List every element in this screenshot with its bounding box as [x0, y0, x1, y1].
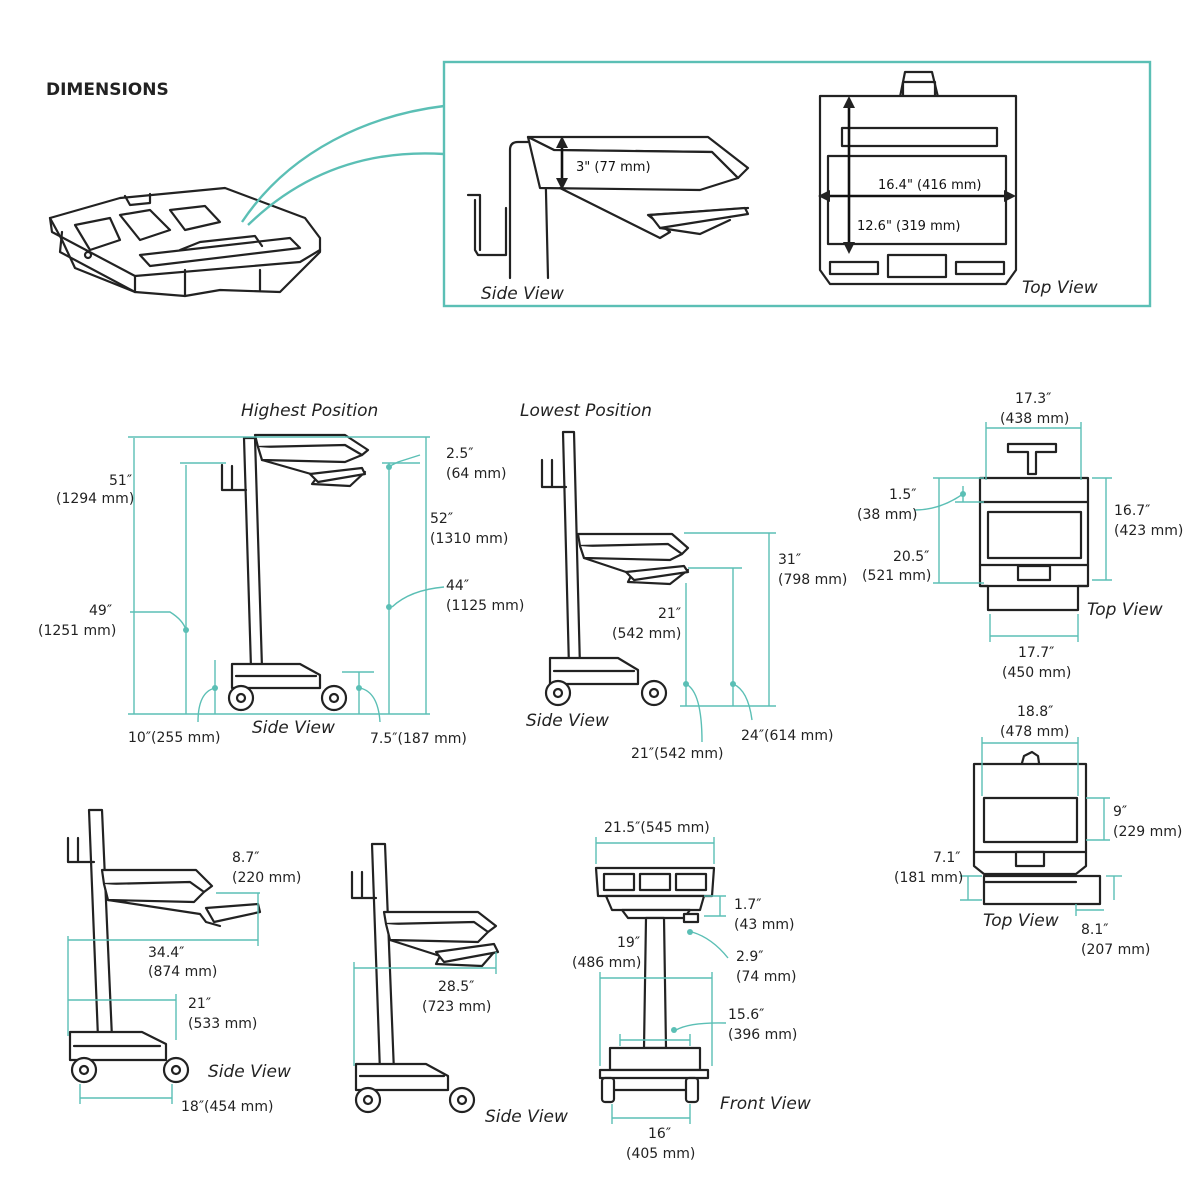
front-19-mm: (486 mm)	[572, 955, 641, 971]
front-16-in: 16″	[648, 1126, 671, 1142]
lowest-side-view-label: Side View	[526, 711, 609, 731]
top2-18-8-mm: (478 mm)	[1000, 724, 1069, 740]
highest-7-5-label: 7.5″(187 mm)	[370, 731, 467, 747]
highest-51-mm: (1294 mm)	[56, 491, 134, 507]
highest-position-title: Highest Position	[241, 401, 378, 421]
callout-curve-upper	[241, 104, 445, 223]
highest-49-mm: (1251 mm)	[38, 623, 116, 639]
side4-28-5-in: 28.5″	[438, 979, 474, 995]
callout-curve-lower	[247, 152, 445, 226]
side3-34-4-mm: (874 mm)	[148, 964, 217, 980]
lowest-position-title: Lowest Position	[520, 401, 652, 421]
lowest-21-bottom-label: 21″(542 mm)	[631, 746, 723, 762]
tray-illustration	[48, 186, 322, 298]
highest-dimension-lines	[128, 436, 445, 723]
front-view-label: Front View	[720, 1094, 811, 1114]
highest-cart	[220, 433, 370, 712]
side3-8-7-in: 8.7″	[232, 850, 260, 866]
side-view-4-dimension-lines	[353, 952, 497, 1066]
inset-frame	[442, 60, 1152, 308]
top2-9-in: 9″	[1113, 804, 1127, 820]
lowest-31-in: 31″	[778, 552, 801, 568]
inset-side-view-label: Side View	[481, 284, 564, 304]
side-view-3-cart	[66, 808, 262, 1084]
top2-18-8-in: 18.8″	[1017, 704, 1053, 720]
top1-1-5-in: 1.5″	[889, 487, 917, 503]
inset-top-view	[818, 70, 1018, 286]
top1-1-5-mm: (38 mm)	[857, 507, 917, 523]
top2-8-1-in: 8.1″	[1081, 922, 1109, 938]
front-view-cart	[594, 866, 716, 1104]
side-view-4-label: Side View	[485, 1107, 568, 1127]
lowest-dimension-lines	[680, 532, 776, 743]
inset-depth-label: 3" (77 mm)	[576, 160, 651, 175]
front-2-9-in: 2.9″	[736, 949, 764, 965]
highest-52-mm: (1310 mm)	[430, 531, 508, 547]
top1-20-5-in: 20.5″	[893, 549, 929, 565]
side-view-3-label: Side View	[208, 1062, 291, 1082]
inset-width-label: 16.4" (416 mm)	[878, 178, 981, 193]
highest-2-5-in: 2.5″	[446, 446, 474, 462]
inset-side-view	[466, 135, 750, 280]
highest-52-in: 52″	[430, 511, 453, 527]
side3-34-4-in: 34.4″	[148, 945, 184, 961]
front-16-mm: (405 mm)	[626, 1146, 695, 1162]
top1-17-3-in: 17.3″	[1015, 391, 1051, 407]
lowest-21-mm: (542 mm)	[612, 626, 681, 642]
top-view-1-cart	[978, 442, 1090, 612]
front-view-dimension-lines	[595, 837, 729, 1124]
lowest-31-mm: (798 mm)	[778, 572, 847, 588]
inset-top-view-label: Top View	[1022, 278, 1098, 298]
side-view-3-dimension-lines	[67, 892, 260, 1104]
highest-49-in: 49″	[89, 603, 112, 619]
front-15-6-mm: (396 mm)	[728, 1027, 797, 1043]
side3-8-7-mm: (220 mm)	[232, 870, 301, 886]
top-view-2-dimension-lines	[960, 737, 1122, 916]
front-21-5-label: 21.5″(545 mm)	[604, 820, 710, 836]
highest-2-5-mm: (64 mm)	[446, 466, 506, 482]
top1-17-3-mm: (438 mm)	[1000, 411, 1069, 427]
side4-28-5-mm: (723 mm)	[422, 999, 491, 1015]
side-view-4-cart	[350, 842, 500, 1114]
front-15-6-in: 15.6″	[728, 1007, 764, 1023]
lowest-cart	[540, 430, 690, 707]
highest-10-label: 10″(255 mm)	[128, 730, 220, 746]
front-1-7-mm: (43 mm)	[734, 917, 794, 933]
side3-21-mm: (533 mm)	[188, 1016, 257, 1032]
highest-44-mm: (1125 mm)	[446, 598, 524, 614]
top1-17-7-in: 17.7″	[1018, 645, 1054, 661]
lowest-24-label: 24″(614 mm)	[741, 728, 833, 744]
top1-20-5-mm: (521 mm)	[862, 568, 931, 584]
top1-16-7-in: 16.7″	[1114, 503, 1150, 519]
highest-side-view-label: Side View	[252, 718, 335, 738]
top2-8-1-mm: (207 mm)	[1081, 942, 1150, 958]
highest-44-in: 44″	[446, 578, 469, 594]
side3-18-label: 18″(454 mm)	[181, 1099, 273, 1115]
top2-9-mm: (229 mm)	[1113, 824, 1182, 840]
top-view-2-cart	[972, 750, 1102, 906]
lowest-21-in: 21″	[658, 606, 681, 622]
section-heading: DIMENSIONS	[46, 80, 169, 100]
front-1-7-in: 1.7″	[734, 897, 762, 913]
side3-21-in: 21″	[188, 996, 211, 1012]
top2-7-1-in: 7.1″	[933, 850, 961, 866]
top2-7-1-mm: (181 mm)	[894, 870, 963, 886]
top-view-1-dimension-lines	[914, 422, 1112, 642]
top-view-2-label: Top View	[983, 911, 1059, 931]
inset-length-label: 12.6" (319 mm)	[857, 219, 960, 234]
front-19-in: 19″	[617, 935, 640, 951]
top1-16-7-mm: (423 mm)	[1114, 523, 1183, 539]
highest-51-in: 51″	[109, 473, 132, 489]
top-view-1-label: Top View	[1087, 600, 1163, 620]
top1-17-7-mm: (450 mm)	[1002, 665, 1071, 681]
front-2-9-mm: (74 mm)	[736, 969, 796, 985]
